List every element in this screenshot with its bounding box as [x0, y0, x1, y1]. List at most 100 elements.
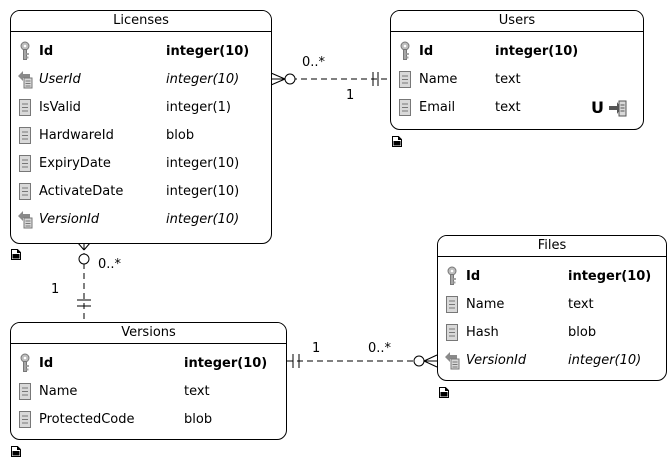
- column-type: blob: [166, 128, 195, 143]
- column-row[interactable]: Id integer(10): [438, 263, 666, 291]
- optional-circle: [413, 355, 425, 367]
- column-row[interactable]: Id integer(10): [11, 38, 271, 66]
- column-type: text: [568, 297, 594, 312]
- column-name: Email: [419, 100, 456, 115]
- note-icon: [11, 245, 21, 260]
- column-icon: [17, 181, 33, 201]
- column-row[interactable]: Email text: [391, 94, 643, 122]
- column-icon: [444, 294, 460, 314]
- crowfoot-upper: [270, 72, 286, 80]
- column-name: UserId: [39, 72, 81, 87]
- foreign-key-icon: [17, 69, 33, 89]
- entity-title: Files: [438, 236, 666, 257]
- cardinality-many-licenses-users: 0..*: [302, 55, 326, 70]
- column-row[interactable]: IsValid integer(1): [11, 94, 271, 122]
- column-row[interactable]: ActivateDate integer(10): [11, 178, 271, 206]
- note-icon: [392, 132, 402, 147]
- column-row[interactable]: Name text: [438, 291, 666, 319]
- note-icon: [439, 383, 449, 398]
- column-type: text: [495, 72, 521, 87]
- column-name: ActivateDate: [39, 184, 124, 199]
- column-type: integer(10): [166, 156, 240, 171]
- entity-title: Licenses: [11, 11, 271, 32]
- column-icon: [397, 69, 413, 89]
- key-icon: [444, 266, 460, 286]
- column-name: Id: [39, 356, 54, 371]
- entity-title: Versions: [11, 323, 286, 344]
- cardinality-one-licenses-users: 1: [346, 88, 355, 103]
- column-row[interactable]: Id integer(10): [391, 38, 643, 66]
- column-type: blob: [184, 412, 213, 427]
- cardinality-one-licenses-versions: 1: [51, 282, 60, 297]
- column-type: integer(1): [166, 100, 231, 115]
- relationship-licenses-versions[interactable]: [77, 242, 91, 322]
- crowfoot-left: [77, 242, 85, 251]
- relationship-licenses-users[interactable]: [270, 72, 390, 86]
- column-name: IsValid: [39, 100, 81, 115]
- column-type: integer(10): [166, 184, 240, 199]
- column-name: Name: [419, 72, 458, 87]
- column-row[interactable]: Name text: [391, 66, 643, 94]
- column-type: integer(10): [568, 269, 652, 284]
- index-icon: [607, 98, 627, 118]
- unique-constraint-marker: U: [591, 98, 604, 117]
- column-name: ExpiryDate: [39, 156, 111, 171]
- column-name: Name: [466, 297, 505, 312]
- crowfoot-right: [83, 242, 91, 251]
- column-icon: [17, 381, 33, 401]
- column-row[interactable]: HardwareId blob: [11, 122, 271, 150]
- foreign-key-icon: [444, 350, 460, 370]
- key-icon: [17, 41, 33, 61]
- column-row[interactable]: ProtectedCode blob: [11, 406, 286, 434]
- crowfoot-upper: [423, 354, 438, 362]
- optional-circle: [78, 253, 90, 265]
- key-icon: [397, 41, 413, 61]
- column-name: VersionId: [39, 212, 100, 227]
- foreign-key-icon: [17, 209, 33, 229]
- cardinality-many-versions-files: 0..*: [368, 341, 392, 356]
- column-row[interactable]: Id integer(10): [11, 350, 286, 378]
- entity-title: Users: [391, 11, 643, 32]
- column-row[interactable]: Hash blob: [438, 319, 666, 347]
- cardinality-many-licenses-versions: 0..*: [98, 257, 122, 272]
- column-name: Name: [39, 384, 78, 399]
- note-icon: [11, 442, 21, 457]
- column-name: Id: [39, 44, 54, 59]
- column-row[interactable]: VersionId integer(10): [11, 206, 271, 234]
- column-icon: [444, 322, 460, 342]
- column-name: ProtectedCode: [39, 412, 135, 427]
- column-type: integer(10): [495, 44, 579, 59]
- column-name: HardwareId: [39, 128, 114, 143]
- column-row[interactable]: Name text: [11, 378, 286, 406]
- column-name: Id: [419, 44, 434, 59]
- column-icon: [397, 97, 413, 117]
- column-type: text: [495, 100, 521, 115]
- column-type: blob: [568, 325, 597, 340]
- column-name: Id: [466, 269, 481, 284]
- column-icon: [17, 153, 33, 173]
- cardinality-one-versions-files: 1: [312, 341, 321, 356]
- column-icon: [17, 409, 33, 429]
- column-type: integer(10): [166, 44, 250, 59]
- relationship-versions-files[interactable]: [287, 354, 438, 368]
- column-type: integer(10): [184, 356, 268, 371]
- column-type: integer(10): [166, 212, 240, 227]
- column-icon: [17, 97, 33, 117]
- column-type: text: [184, 384, 210, 399]
- column-name: Hash: [466, 325, 499, 340]
- crowfoot-lower: [270, 78, 286, 86]
- column-row[interactable]: ExpiryDate integer(10): [11, 150, 271, 178]
- key-icon: [17, 353, 33, 373]
